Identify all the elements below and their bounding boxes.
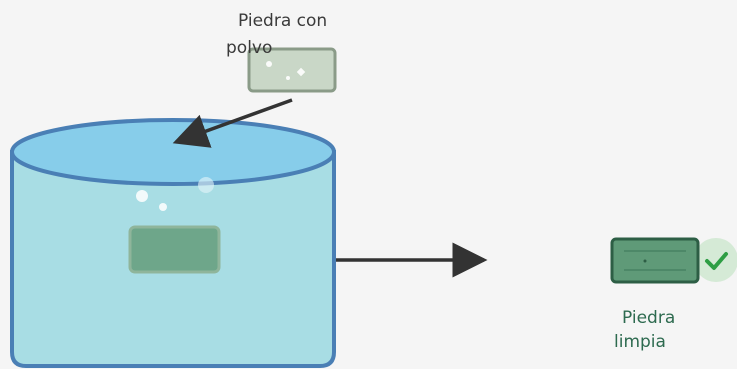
water-surface [10,118,336,186]
check-icon [694,238,737,282]
dusty-stone-label-line-2: polvo [226,38,273,58]
dusty-stone-icon [247,47,337,93]
dusty-stone-label-line-1: Piedra con [238,11,328,31]
submerged-stone-icon [128,225,221,274]
clean-stone-icon [610,237,700,284]
clean-stone-label-line-2: limpia [614,332,666,352]
clean-stone-label-line-1: Piedra [622,308,676,328]
arrow-icon [172,98,293,148]
bubble-icon [136,177,214,211]
